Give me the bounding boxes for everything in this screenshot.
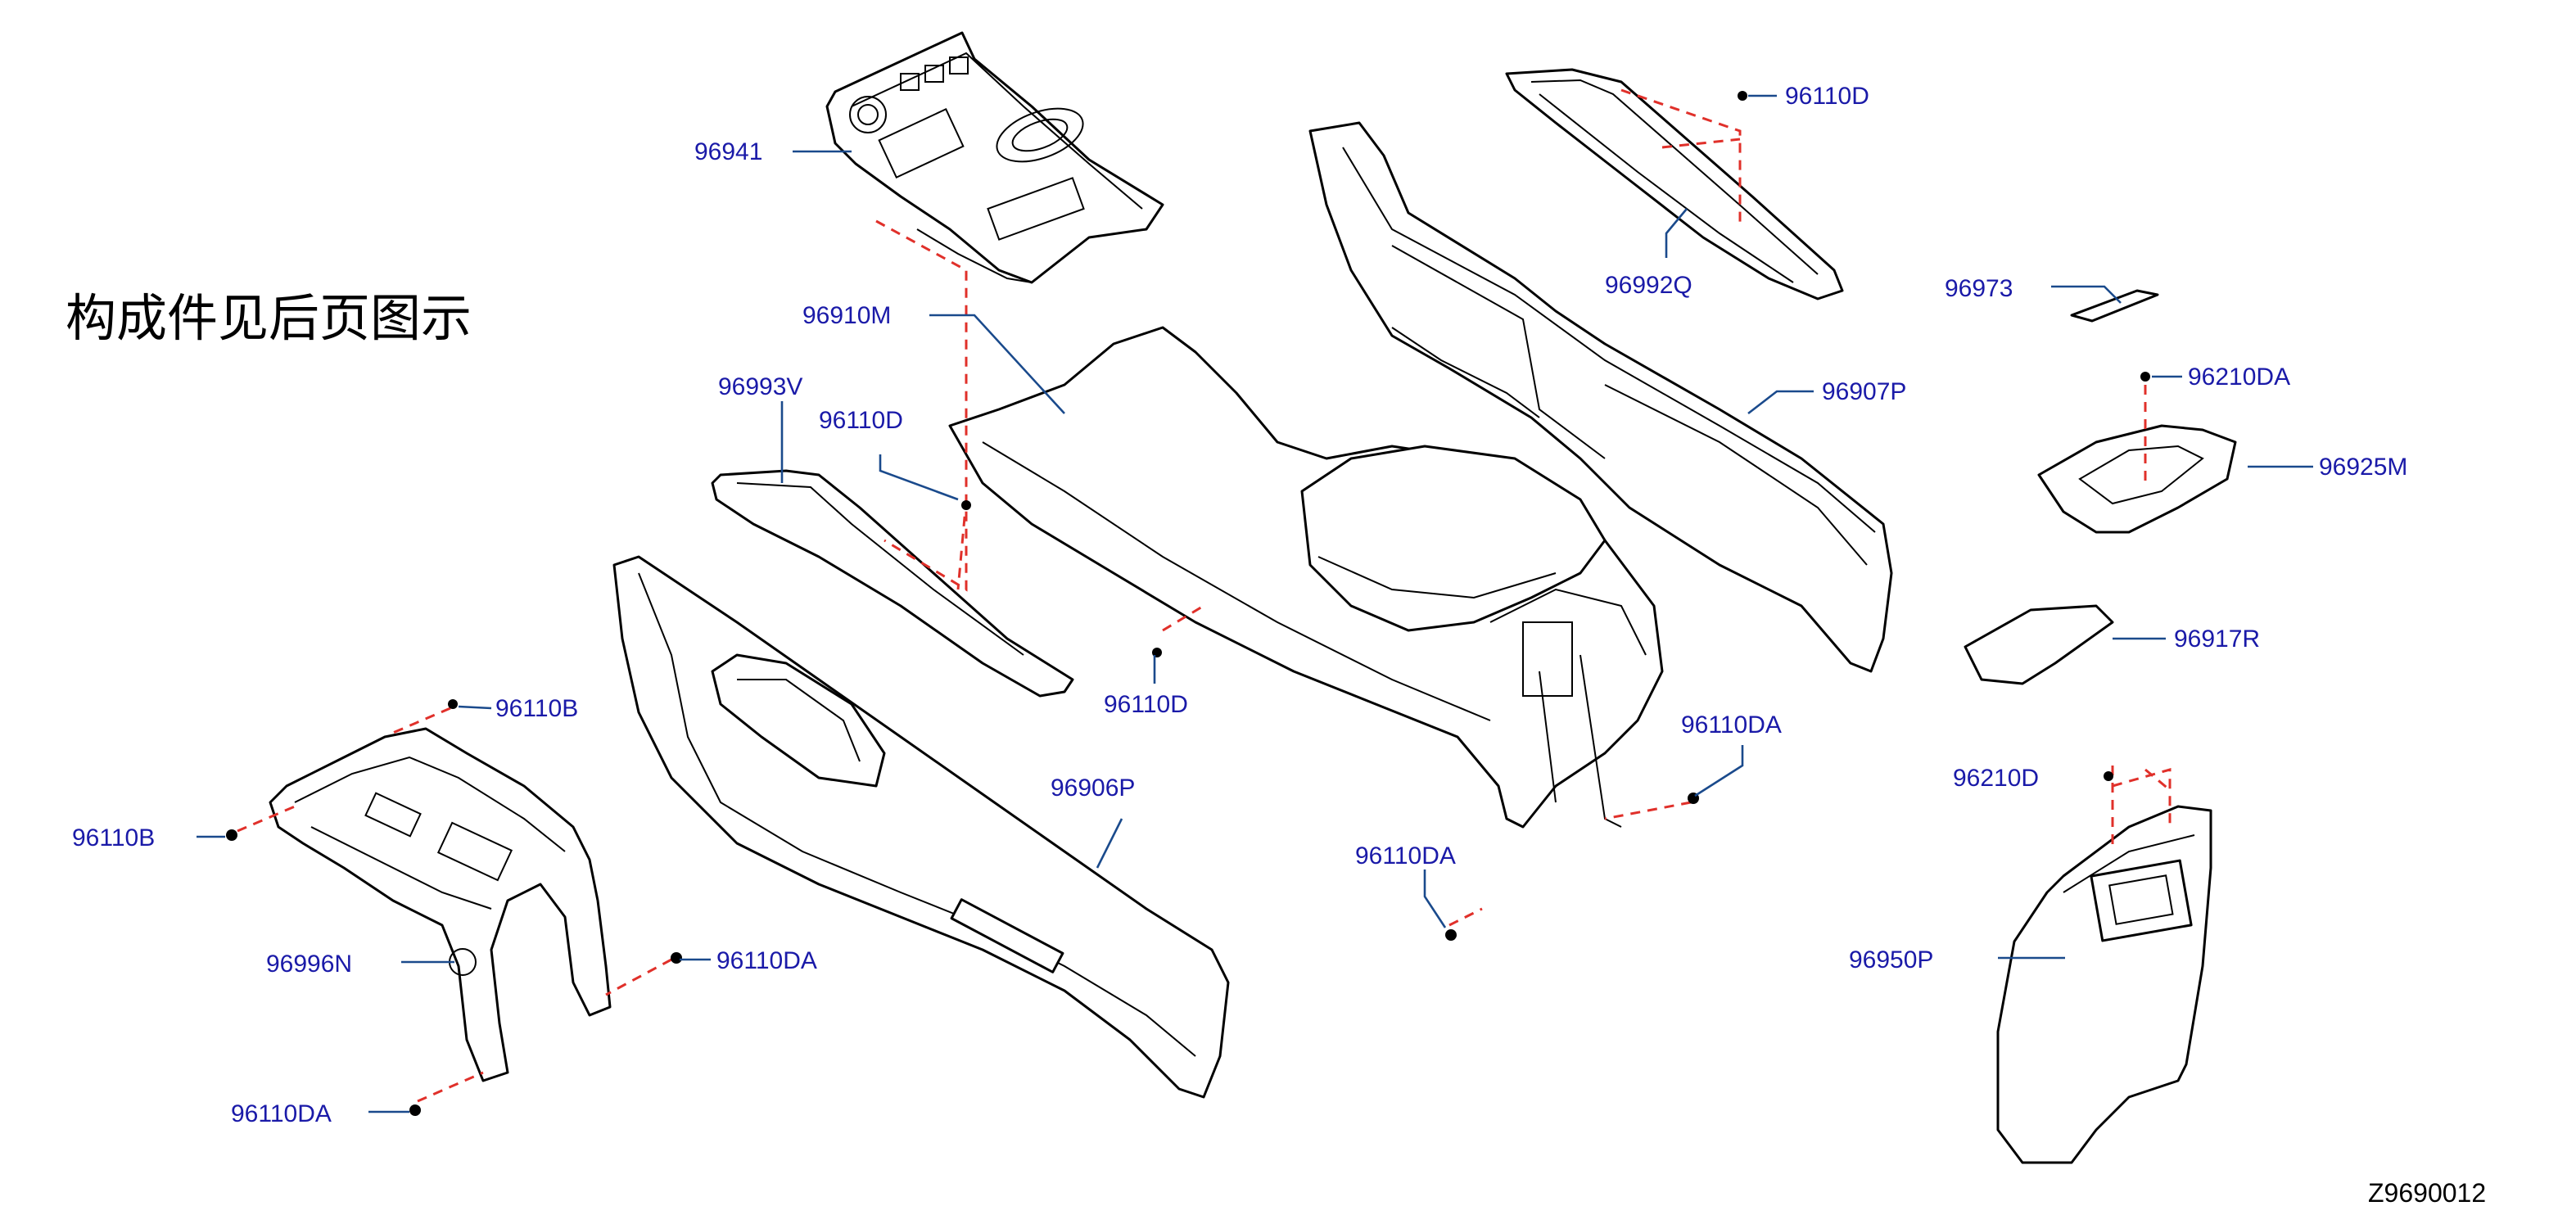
label-96950P: 96950P [1849,946,1933,973]
bolt-icon [226,829,237,841]
console-bracket-96996N [269,727,612,1082]
label-96110DA-c: 96110DA [716,947,817,974]
reference-number: Z9690012 [2368,1178,2486,1208]
bolt-icon [1738,91,1747,101]
leader-lines [197,94,2313,1113]
label-96906P: 96906P [1051,775,1135,802]
label-96941: 96941 [694,138,762,165]
label-96993V: 96993V [718,373,802,400]
label-96917R: 96917R [2174,626,2260,653]
label-96907P: 96907P [1822,378,1906,405]
fastener-dashed-lines [237,88,2172,1103]
label-96110DA-d: 96110DA [231,1100,332,1127]
part-labels: 96941 96910M 96993V 96110D 96110D 96110D… [72,83,2407,1127]
bolt-icon [2104,771,2113,781]
small-finisher-96973 [2070,289,2159,323]
label-96925M: 96925M [2319,454,2407,481]
bolt-icon [2140,372,2150,382]
console-side-panel-96906P [612,555,1230,1099]
shifter-finisher-96941 [825,31,1164,284]
label-96996N: 96996N [266,951,352,978]
bolt-markers [226,91,2150,1116]
rear-finisher-96950P [1996,805,2212,1164]
bolt-icon [1445,929,1457,941]
label-96910M: 96910M [802,302,891,329]
label-96110D-b: 96110D [1104,691,1188,718]
label-96210DA: 96210DA [2188,364,2290,391]
note-text: 构成件见后页图示 [66,288,472,348]
bolt-icon [671,952,682,964]
label-96110B-a: 96110B [495,695,578,722]
bolt-icon [409,1104,421,1116]
label-96210D: 96210D [1953,765,2039,792]
console-finisher-96993V [711,469,1074,698]
lid-96917R [1964,604,2114,685]
label-96110DA-a: 96110DA [1681,711,1782,738]
console-body-96907P [1308,121,1893,673]
label-96973: 96973 [1945,275,2013,302]
label-96110D-c: 96110D [1785,83,1869,110]
tray-96925M [2037,424,2237,534]
center-console-96910M [948,326,1664,829]
label-96992Q: 96992Q [1605,272,1692,299]
label-96110D-a: 96110D [819,407,903,434]
bolt-icon [448,699,458,709]
bolt-icon [961,500,971,510]
label-96110DA-b: 96110DA [1355,842,1456,869]
label-96110B-b: 96110B [72,824,155,851]
console-finisher-96992Q [1505,68,1844,300]
